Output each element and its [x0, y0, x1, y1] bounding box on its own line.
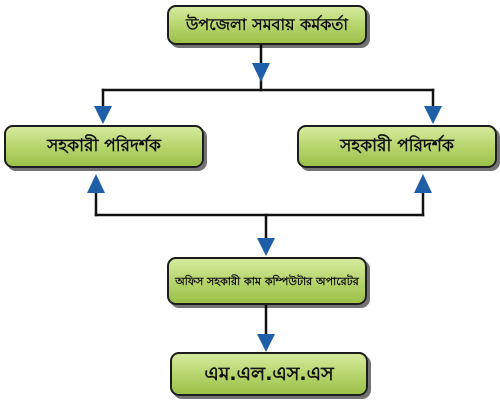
assistant-inspector-left-label: সহকারী পরিদর্শক [47, 136, 161, 156]
upazila-cooperative-officer-node: উপজেলা সমবায় কর্মকর্তা [167, 5, 367, 45]
assistant-inspector-left-node: সহকারী পরিদর্শক [4, 125, 204, 168]
mlss-label: এম.এল.এস.এস [204, 362, 334, 385]
office-assistant-computer-operator-node: অফিস সহকারী কাম কম্পিউটার অপারেটর [167, 257, 367, 305]
arrow-down-top [252, 63, 270, 82]
upazila-cooperative-officer-label: উপজেলা সমবায় কর্মকর্তা [185, 15, 349, 34]
arrow-down-right [424, 106, 442, 124]
office-assistant-computer-operator-label: অফিস সহকারী কাম কম্পিউটার অপারেটর [175, 274, 359, 288]
arrow-up-left [87, 174, 105, 193]
assistant-inspector-right-label: সহকারী পরিদর্শক [340, 136, 454, 156]
mlss-node: এম.এল.এস.এস [170, 352, 368, 396]
assistant-inspector-right-node: সহকারী পরিদর্শক [297, 125, 497, 168]
arrow-down-left [94, 106, 112, 124]
arrow-up-right [414, 174, 432, 193]
arrow-down-bottom [257, 334, 275, 352]
arrow-down-middle [257, 238, 275, 256]
